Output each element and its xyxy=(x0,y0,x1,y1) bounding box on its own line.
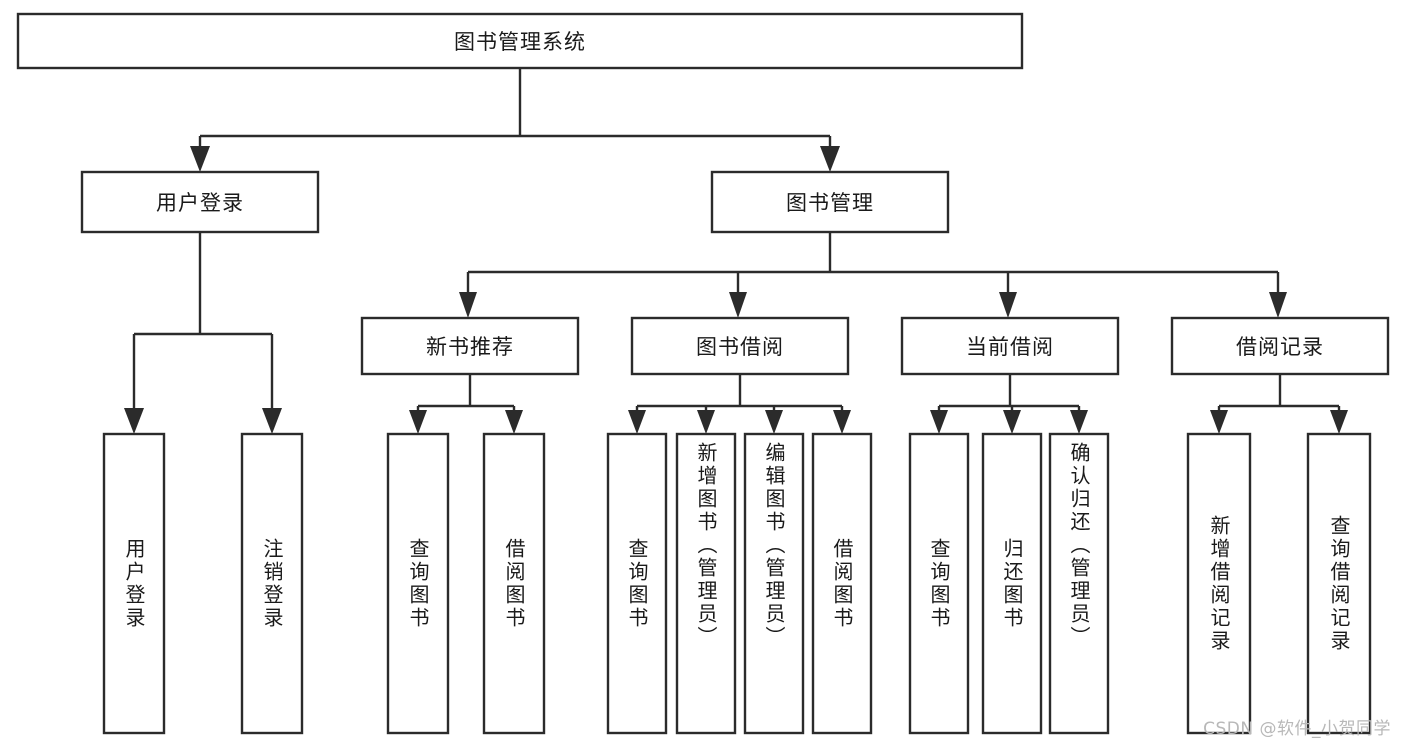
node-leaf-user-logout-box[interactable] xyxy=(240,432,304,735)
connector-group xyxy=(124,68,1348,434)
node-leaf-return-book-box[interactable] xyxy=(981,432,1043,735)
node-leaf-query-book-2-box[interactable] xyxy=(606,432,668,735)
arrow-br-l1-icon xyxy=(1210,410,1228,434)
arrow-bm-c4-icon xyxy=(1269,292,1287,318)
arrow-cb-l1-icon xyxy=(930,410,948,434)
arrow-userlogin-right-icon xyxy=(262,408,282,434)
node-leaf-query-record-box[interactable] xyxy=(1306,432,1372,735)
node-book-manage-box[interactable] xyxy=(710,170,950,234)
node-leaf-user-login-box[interactable] xyxy=(102,432,166,735)
arrow-cb-l3-icon xyxy=(1070,410,1088,434)
node-leaf-query-book-1-box[interactable] xyxy=(386,432,450,735)
node-leaf-query-book-3-box[interactable] xyxy=(908,432,970,735)
node-leaf-borrow-book-2-box[interactable] xyxy=(811,432,873,735)
node-leaf-confirm-return-box[interactable] xyxy=(1048,432,1110,735)
arrow-bb-l2-icon xyxy=(697,410,715,434)
arrow-br-l2-icon xyxy=(1330,410,1348,434)
arrow-bb-l4-icon xyxy=(833,410,851,434)
node-book-borrow-box[interactable] xyxy=(630,316,850,376)
arrow-bm-c2-icon xyxy=(729,292,747,318)
node-user-login-box[interactable] xyxy=(80,170,320,234)
arrow-cb-l2-icon xyxy=(1003,410,1021,434)
arrow-bm-c1-icon xyxy=(459,292,477,318)
arrow-userlogin-left-icon xyxy=(124,408,144,434)
arrow-nbr-l1-icon xyxy=(409,410,427,434)
node-leaf-add-record-box[interactable] xyxy=(1186,432,1252,735)
node-current-borrow-box[interactable] xyxy=(900,316,1120,376)
node-new-book-recommend-box[interactable] xyxy=(360,316,580,376)
node-leaf-borrow-book-1-box[interactable] xyxy=(482,432,546,735)
arrow-nbr-l2-icon xyxy=(505,410,523,434)
node-leaf-add-book-box[interactable] xyxy=(675,432,737,735)
node-leaf-edit-book-box[interactable] xyxy=(743,432,805,735)
arrow-root-userlogin-icon xyxy=(190,146,210,172)
arrow-bb-l1-icon xyxy=(628,410,646,434)
node-borrow-record-box[interactable] xyxy=(1170,316,1390,376)
arrow-bm-c3-icon xyxy=(999,292,1017,318)
arrow-root-bookmanage-icon xyxy=(820,146,840,172)
node-box-group xyxy=(16,12,1390,735)
node-root-box[interactable] xyxy=(16,12,1024,70)
arrow-bb-l3-icon xyxy=(765,410,783,434)
